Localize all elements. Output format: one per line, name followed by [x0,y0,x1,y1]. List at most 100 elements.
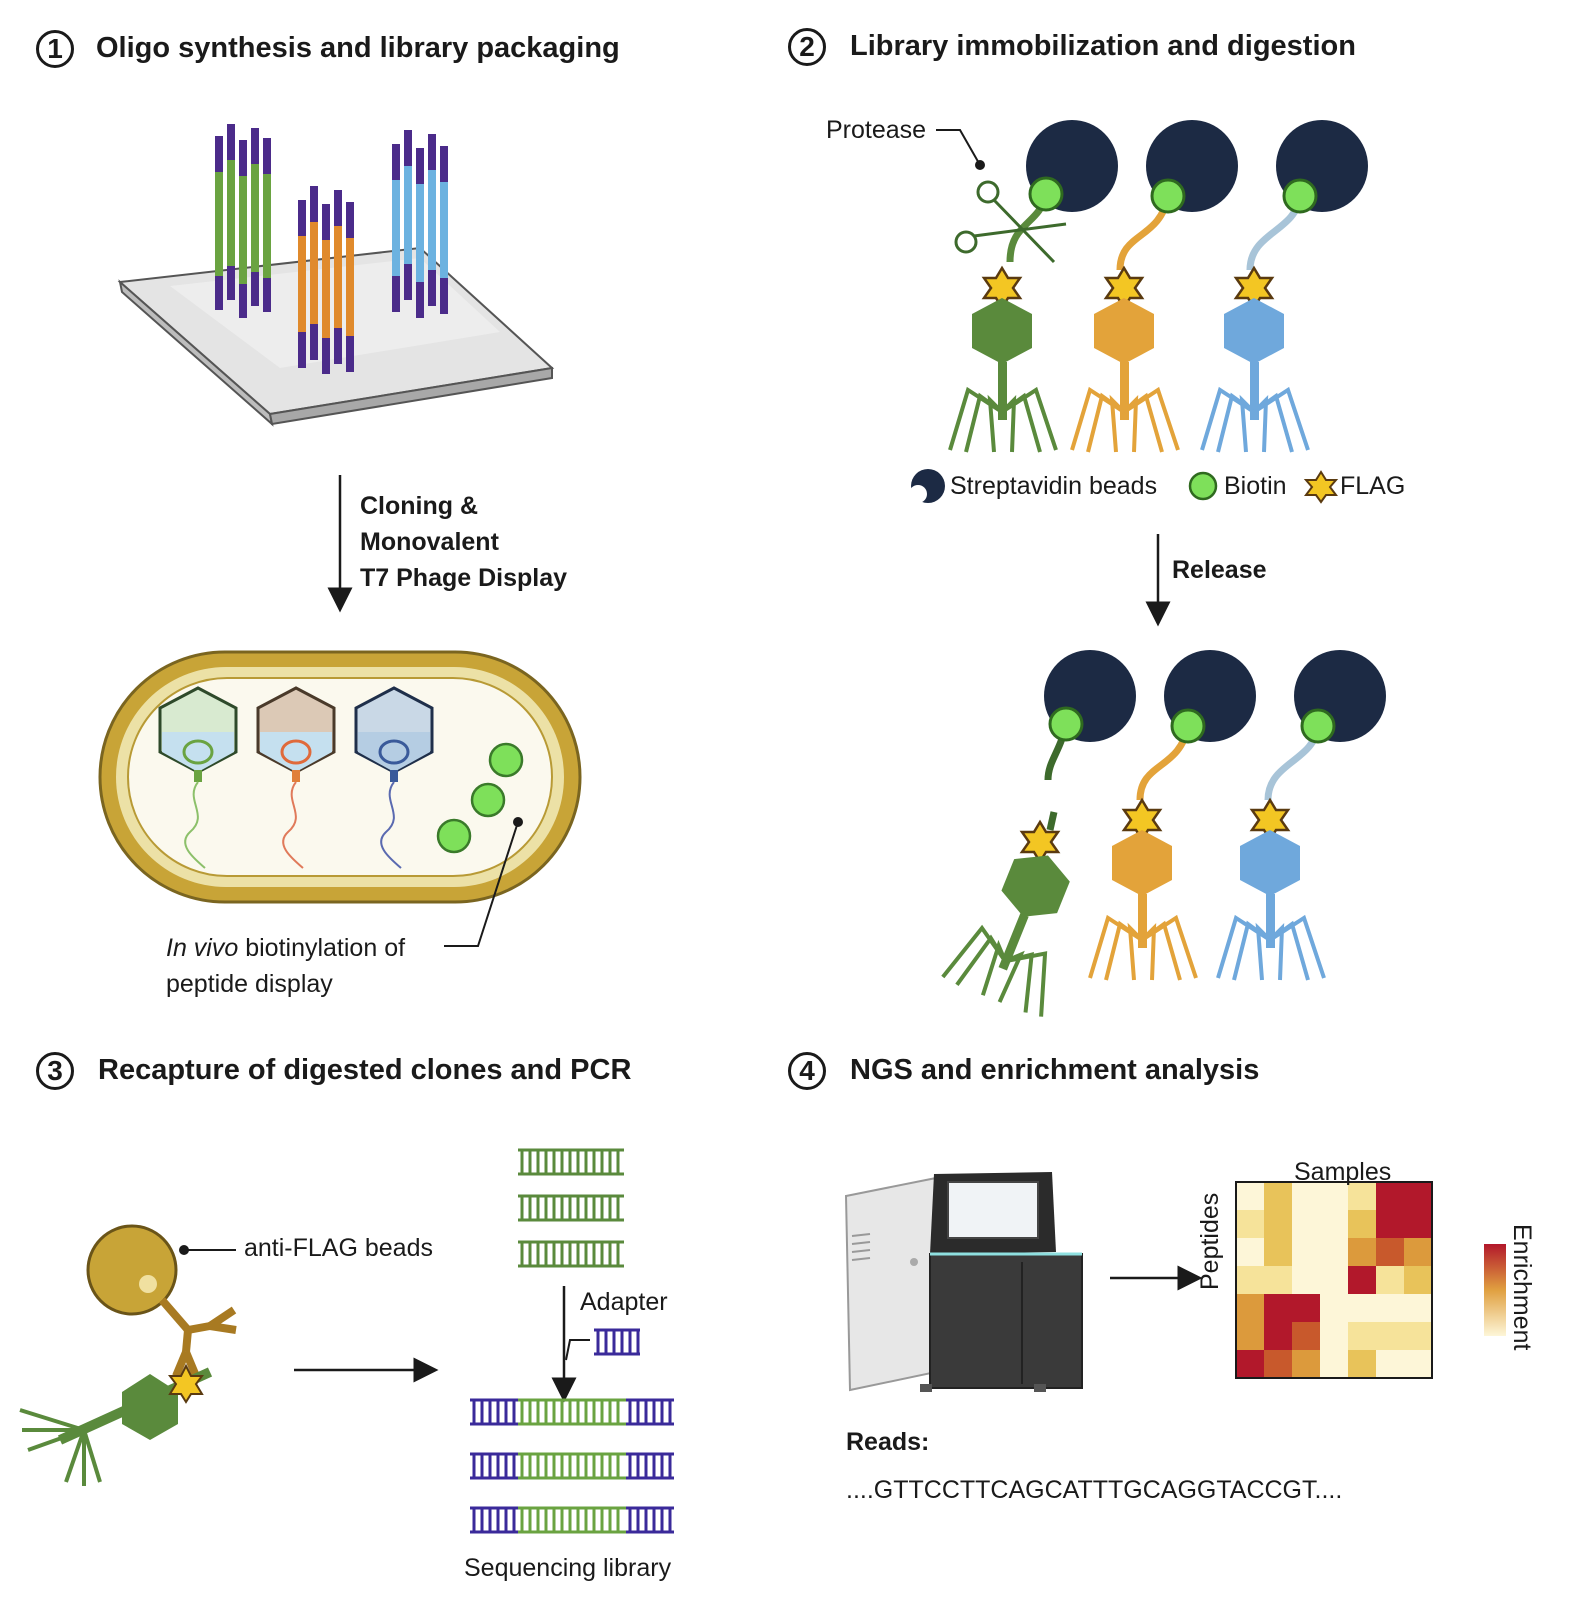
sequencing-library-dna [470,1398,674,1534]
orange-phage-capsid [256,686,336,869]
heatmap-cell [1320,1238,1348,1266]
heatmap-cell [1292,1210,1320,1238]
heatmap-cell [1236,1182,1264,1210]
blue-phage-capsid [354,686,434,869]
heatmap-cell [1348,1322,1376,1350]
in-vivo-label-line2: peptide display [166,970,333,998]
heatmap-cell [1236,1266,1264,1294]
amplicons-top [518,1148,624,1268]
legend-beads-label: Streptavidin beads [950,472,1158,500]
green-oligo-cluster [215,124,271,318]
protease-leader [936,129,981,166]
heatmap-cell [1236,1350,1264,1378]
cloning-label-line1: Cloning & [360,492,479,520]
antibody [158,1297,237,1378]
heatmap-cell [1404,1182,1432,1210]
biotin-bottom [1048,706,1336,744]
cloning-label-line3: T7 Phage Display [360,564,568,592]
heatmap-cell [1404,1350,1432,1378]
heatmap-cell [1236,1294,1264,1322]
reads-label: Reads: [846,1428,930,1456]
heatmap-cell [1376,1238,1404,1266]
release-label: Release [1172,556,1267,584]
linker-green-stub [1046,811,1058,831]
heatmap-cell [1376,1266,1404,1294]
heatmap-cell [1404,1266,1432,1294]
legend-flag-icon [1303,470,1339,504]
green-phage-released [941,855,1070,1017]
adapter-dna [594,1328,640,1356]
heatmap-cell [1404,1238,1432,1266]
heatmap-cell [1376,1350,1404,1378]
cell-label-leader [444,821,519,947]
heatmap-cell [1292,1322,1320,1350]
peptides-label: Peptides [1196,1192,1224,1290]
green-phage-capsid [158,686,238,869]
heatmap-cell [1320,1294,1348,1322]
adapter-label: Adapter [580,1288,668,1316]
heatmap-cell [1376,1294,1404,1322]
heatmap-cell [1348,1210,1376,1238]
heatmap-cell [1236,1322,1264,1350]
cloning-label-line2: Monovalent [360,528,499,556]
step-1-number: 1 [36,30,74,68]
heatmap-cell [1320,1266,1348,1294]
sequencing-library-label: Sequencing library [464,1554,672,1582]
anti-flag-label: anti-FLAG beads [244,1234,433,1262]
flag-tags-bottom [1019,797,1291,865]
heatmap-cell [1292,1294,1320,1322]
legend-flag-label: FLAG [1340,472,1406,500]
in-vivo-rest: biotinylation of [238,934,406,962]
step-2-number: 2 [788,28,826,66]
heatmap-cell [1320,1322,1348,1350]
step-4-number: 4 [788,1052,826,1090]
step-3-title: Recapture of digested clones and PCR [98,1054,632,1086]
enrichment-colorbar [1484,1244,1506,1336]
heatmap-cell [1320,1182,1348,1210]
biotin-top [1028,176,1318,214]
sequencer [844,1172,1083,1392]
anti-flag-bead [86,1224,178,1316]
scissors-icon [954,180,1067,264]
blue-phage-bottom [1216,830,1326,981]
legend-biotin-label: Biotin [1224,472,1287,500]
in-vivo-italic: In vivo [166,934,239,962]
heatmap-cell [1292,1266,1320,1294]
green-phage-top [948,298,1058,453]
heatmap-cell [1376,1210,1404,1238]
heatmap-cell [1292,1182,1320,1210]
orange-phage-top [1070,298,1180,453]
step-3-number: 3 [36,1052,74,1090]
heatmap-cell [1376,1322,1404,1350]
heatmap-cell [1236,1238,1264,1266]
heatmap-cell [1404,1294,1432,1322]
legend-biotin-icon [1188,471,1218,501]
heatmap-cell [1404,1210,1432,1238]
heatmap-cell [1348,1350,1376,1378]
captured-phage [19,1363,213,1486]
heatmap-cell [1320,1210,1348,1238]
heatmap-cell [1264,1294,1292,1322]
heatmap-cell [1348,1266,1376,1294]
heatmap-cell [1292,1238,1320,1266]
step-1-title: Oligo synthesis and library packaging [96,32,620,64]
heatmap-cell [1404,1322,1432,1350]
heatmap-cell [1376,1182,1404,1210]
protease-label: Protease [826,116,927,144]
step-4-title: NGS and enrichment analysis [850,1054,1260,1086]
heatmap-cell [1264,1350,1292,1378]
heatmap-cell [1236,1210,1264,1238]
heatmap-cell [1348,1294,1376,1322]
blue-phage-top [1200,298,1310,453]
orange-oligo-cluster [298,186,354,374]
heatmap [1235,1181,1433,1379]
heatmap-cell [1292,1350,1320,1378]
biotin-in-cell [436,742,524,854]
blue-oligo-cluster [392,130,448,318]
samples-label: Samples [1294,1158,1392,1186]
step-2-title: Library immobilization and digestion [850,30,1356,62]
heatmap-cell [1264,1322,1292,1350]
heatmap-cell [1264,1182,1292,1210]
heatmap-cell [1348,1238,1376,1266]
